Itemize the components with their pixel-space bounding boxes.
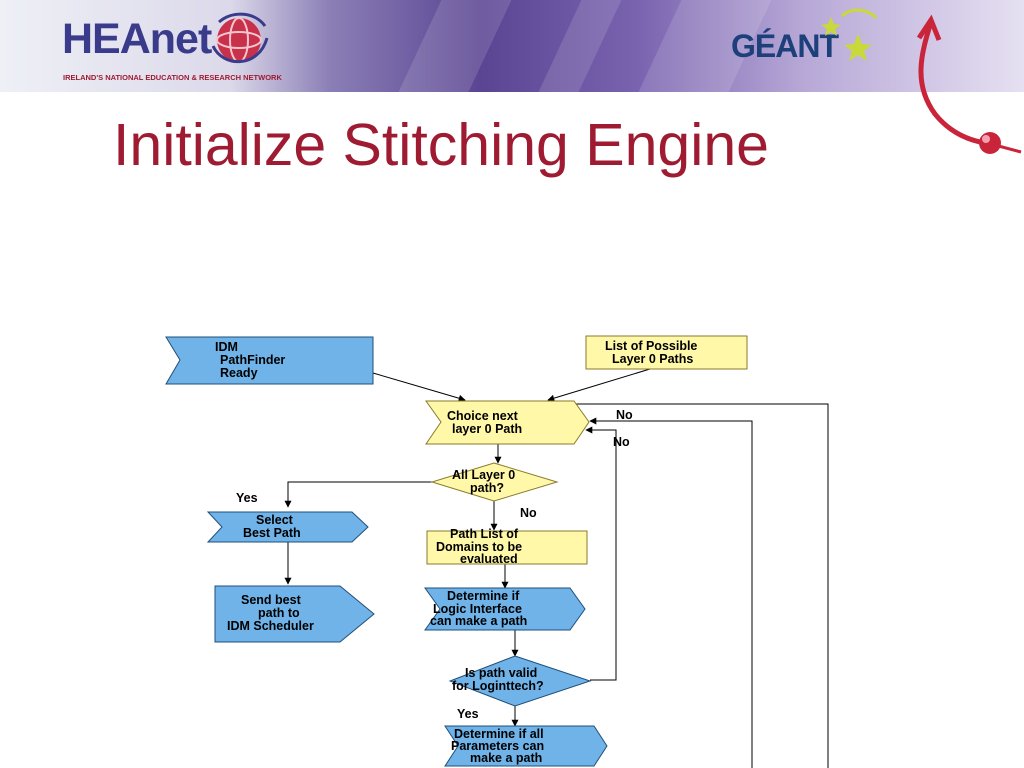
node-logic-interface: Determine if Logic Interface can make a … [424,587,586,631]
path-list-line-2: Domains to be [436,540,522,554]
possible-paths-line-2: Layer 0 Paths [612,352,693,366]
edge-loop-outer [574,403,829,768]
send-best-line-1: Send best [241,593,302,607]
edge-label-no-mid: No [613,435,630,449]
heanet-logo-text: HEAnet [62,15,212,63]
all-parameters-line-2: Parameters can [451,739,544,753]
edge-all-to-select [284,481,432,508]
possible-paths-line-1: List of Possible [605,339,697,353]
edge-label-yes-down: Yes [457,707,479,721]
geant-stars-icon [821,8,878,61]
idm-ready-line-2: PathFinder [220,353,285,367]
red-swoosh-icon [916,14,1022,154]
logic-interface-line-2: Logic Interface [433,602,522,616]
logic-interface-line-3: can make a path [430,614,527,628]
send-best-line-2: path to [258,606,300,620]
select-best-line-1: Select [256,513,294,527]
edge-label-no-top: No [616,408,633,422]
node-select-best: Select Best Path [206,511,369,543]
node-path-list: Path List of Domains to be evaluated [426,527,588,566]
edge-valid-no-loop [585,426,617,681]
send-best-line-3: IDM Scheduler [227,619,314,633]
flow-connectors [284,368,829,768]
edge-label-no-down: No [520,506,537,520]
node-idm-ready: IDM PathFinder Ready [165,336,374,385]
heanet-tagline: IRELAND'S NATIONAL EDUCATION & RESEARCH … [63,73,282,82]
node-possible-paths: List of Possible Layer 0 Paths [585,335,748,370]
path-list-line-3: evaluated [460,552,518,566]
heanet-globe-icon [211,12,269,63]
node-choice-next: Choice next layer 0 Path [425,400,590,445]
edge-loop-middle [589,417,753,768]
idm-ready-line-3: Ready [220,366,258,380]
all-parameters-line-3: make a path [470,751,542,765]
select-best-line-2: Best Path [243,526,301,540]
logic-interface-line-1: Determine if [447,589,520,603]
geant-logo-text: GÉANT [731,28,839,64]
all-layer0-line-2: path? [470,481,504,495]
node-all-parameters: Determine if all Parameters can make a p… [444,725,608,767]
path-valid-line-2: for Loginttech? [452,679,544,693]
edge-idm-to-choice [372,372,466,402]
edge-label-yes-left: Yes [236,491,258,505]
all-parameters-line-1: Determine if all [454,727,544,741]
edge-paths-to-choice [547,368,651,402]
idm-ready-line-1: IDM [215,340,238,354]
choice-next-line-1: Choice next [447,409,519,423]
choice-next-line-2: layer 0 Path [452,422,522,436]
node-all-layer0: All Layer 0 path? [430,462,559,502]
node-path-valid: Is path valid for Loginttech? [448,655,592,707]
all-layer0-line-1: All Layer 0 [452,468,515,482]
page-title: Initialize Stitching Engine [113,112,769,178]
path-list-line-1: Path List of [450,527,519,541]
node-send-best: Send best path to IDM Scheduler [214,585,375,643]
path-valid-line-1: Is path valid [465,666,537,680]
